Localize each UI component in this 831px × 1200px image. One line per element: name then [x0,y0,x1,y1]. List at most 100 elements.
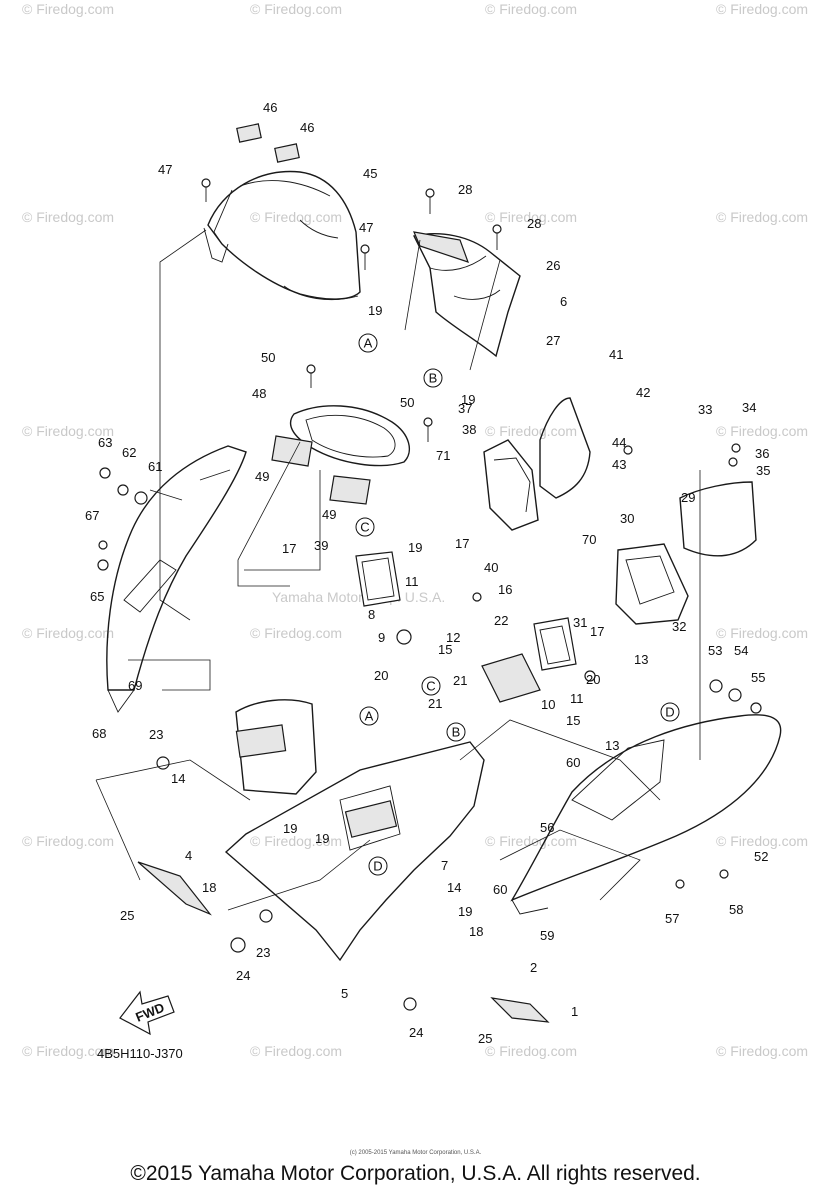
part-number-label: 49 [255,469,269,484]
fasteners [97,178,762,1011]
leader-lines [95,229,701,911]
part-number-label: 15 [438,642,452,657]
part-number-label: 40 [484,560,498,575]
part-26-inner-panel [412,231,521,358]
part-number-label: 49 [322,507,336,522]
part-number-label: 63 [98,435,112,450]
part-number-label: 23 [149,727,163,742]
part-number-label: 32 [672,619,686,634]
part-number-label: 20 [586,672,600,687]
parts-3-1-trim-pieces [137,861,550,1023]
part-number-label: 33 [698,402,712,417]
part-number-label: 22 [494,613,508,628]
watermark-text: © Firedog.com [485,1043,577,1059]
part-29-30-right-panel [615,481,757,625]
part-number-label: 50 [400,395,414,410]
inner-copyright: (c) 2005-2015 Yamaha Motor Corporation, … [349,1150,482,1156]
part-22-meter-pad [481,653,541,703]
part-number-label: 28 [458,182,472,197]
part-number-label: 65 [90,589,104,604]
reference-circle: C [421,676,441,696]
watermark-text: © Firedog.com [250,1,342,17]
part-number-label: 25 [478,1031,492,1046]
part-number-label: 52 [754,849,768,864]
part-number-label: 37 [458,401,472,416]
watermark-text: © Firedog.com [22,625,114,641]
part-51-bracket-frame [271,405,411,505]
part-number-label: 17 [282,541,296,556]
part-number-label: 46 [300,120,314,135]
part-number-label: 60 [493,882,507,897]
part-number-label: 42 [636,385,650,400]
reference-circle: A [358,333,378,353]
part-number-label: 36 [755,446,769,461]
part-number-label: 38 [462,422,476,437]
part-number-label: 18 [202,880,216,895]
svg-text:C: C [426,679,435,694]
watermark-text: © Firedog.com [22,1043,114,1059]
part-37-38-mirror-bracket [483,397,591,531]
center-watermark: Yamaha Motor Corp. U.S.A. [272,589,445,605]
part-number-label: 19 [283,821,297,836]
part-number-label: 20 [374,668,388,683]
part-number-label: 31 [573,615,587,630]
part-number-label: 9 [378,630,385,645]
part-number-label: 30 [620,511,634,526]
part-number-label: 68 [92,726,106,741]
svg-text:A: A [364,336,373,351]
part-number-label: 60 [566,755,580,770]
part-number-label: 55 [751,670,765,685]
part-number-label: 25 [120,908,134,923]
svg-text:D: D [665,705,674,720]
part-52-side-cover-right [510,714,782,915]
part-number-label: 56 [540,820,554,835]
part-number-label: 27 [546,333,560,348]
watermark-text: © Firedog.com [716,625,808,641]
part-number-label: 14 [447,880,461,895]
part-number-label: 70 [582,532,596,547]
part-number-label: 16 [498,582,512,597]
part-number-label: 6 [560,294,567,309]
svg-text:B: B [452,725,461,740]
part-number-label: 54 [734,643,748,658]
part-number-label: 11 [570,691,584,706]
part-number-label: 10 [541,697,555,712]
part-number-label: 57 [665,911,679,926]
part-number-label: 7 [441,858,448,873]
part-number-label: 19 [458,904,472,919]
part-number-label: 11 [405,574,419,589]
reference-circle: D [660,702,680,722]
watermark-text: © Firedog.com [250,833,342,849]
part-number-label: 17 [455,536,469,551]
part-number-label: 45 [363,166,377,181]
part-number-label: 48 [252,386,266,401]
watermark-text: © Firedog.com [22,1,114,17]
watermark-text: © Firedog.com [22,209,114,225]
part-5-lower-cowl-left [224,699,485,962]
watermark-text: © Firedog.com [716,209,808,225]
watermark-layer: © Firedog.com © Firedog.com © Firedog.com ©… [22,1,808,1059]
watermark-text: © Firedog.com [716,1,808,17]
part-number-label: 67 [85,508,99,523]
part-45-headlight-cover [203,123,361,301]
part-number-label: 23 [256,945,270,960]
part-number-label: 69 [128,678,142,693]
part-number-label: 18 [469,924,483,939]
part-number-label: 71 [436,448,450,463]
part-number-label: 5 [341,986,348,1001]
part-number-label: 58 [729,902,743,917]
reference-circle: B [423,368,443,388]
reference-circle: A [359,706,379,726]
watermark-text: © Firedog.com [485,423,577,439]
part-number-label: 19 [368,303,382,318]
part-number-label: 53 [708,643,722,658]
part-number-label: 2 [530,960,537,975]
reference-circle: D [368,856,388,876]
svg-text:A: A [365,709,374,724]
part-39-31-gaskets [355,551,577,671]
part-number-label: 43 [612,457,626,472]
watermark-text: © Firedog.com [716,833,808,849]
part-number-label: 14 [171,771,185,786]
